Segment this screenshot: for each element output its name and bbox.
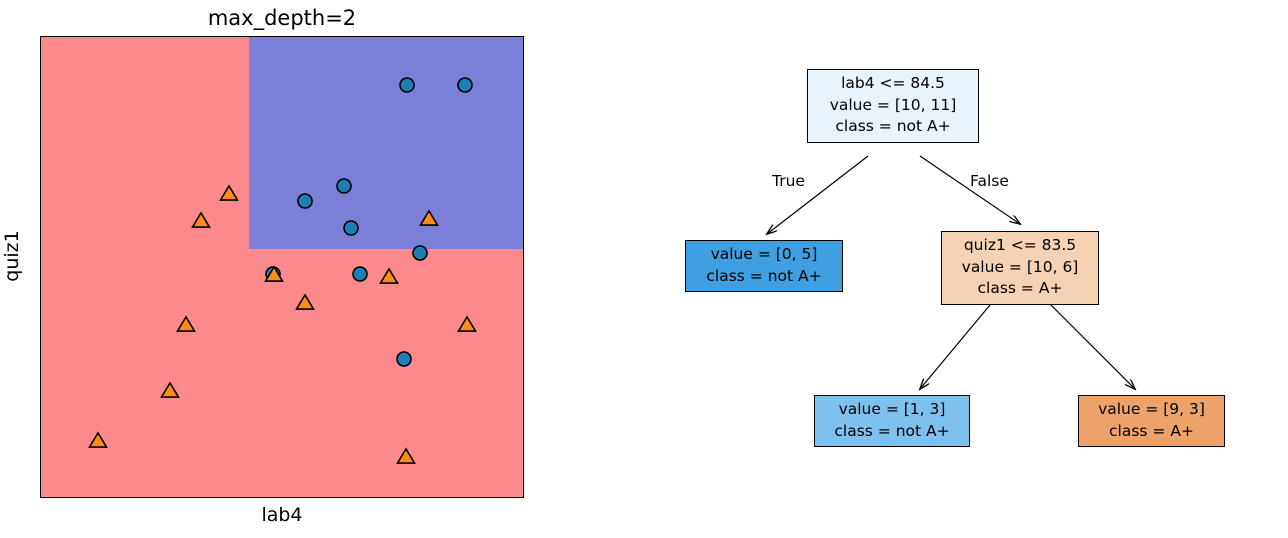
branch-right-line-2: value = [10, 6]: [961, 257, 1079, 276]
edge-root-to-left: [767, 155, 869, 234]
branch-node-quiz1[interactable]: quiz1 <= 83.5 value = [10, 6] class = A+: [941, 231, 1099, 305]
leaf-inner-left-line-2: class = not A+: [834, 421, 950, 440]
edge-label-true: True: [772, 172, 805, 190]
leaf-node-left[interactable]: value = [0, 5] class = not A+: [685, 240, 843, 292]
leaf-node-inner-left[interactable]: value = [1, 3] class = not A+: [814, 395, 970, 447]
leaf-inner-left-line-1: value = [1, 3]: [838, 400, 946, 418]
edge-root-to-right: [919, 155, 1020, 224]
decision-boundary-plot: max_depth=2 lab4 quiz1: [0, 0, 600, 538]
edge-branch-to-inner-right: [1044, 298, 1135, 389]
tree-edges: [600, 155, 1288, 538]
decision-tree-diagram: lab4 <= 84.5 value = [10, 11] class = no…: [600, 0, 1288, 538]
root-node-line-2: value = [10, 11]: [829, 95, 957, 114]
y-axis-label: quiz1: [1, 230, 23, 282]
edge-label-false: False: [970, 172, 1009, 190]
page-title: max_depth=2: [207, 6, 357, 30]
branch-right-line-3: class = A+: [977, 279, 1063, 297]
leaf-node-inner-right[interactable]: value = [9, 3] class = A+: [1078, 395, 1225, 447]
plot-axes-area: [40, 36, 524, 498]
decision-region-aplus: [249, 37, 523, 249]
branch-right-line-1: quiz1 <= 83.5: [963, 236, 1077, 254]
leaf-inner-right-line-2: class = A+: [1109, 421, 1194, 440]
root-node[interactable]: lab4 <= 84.5 value = [10, 11] class = no…: [807, 69, 979, 143]
leaf-left-line-2: class = not A+: [706, 266, 822, 285]
root-node-line-1: lab4 <= 84.5: [841, 74, 945, 92]
leaf-left-line-1: value = [0, 5]: [710, 245, 818, 263]
edge-branch-to-inner-left: [920, 298, 996, 389]
x-axis-label: lab4: [261, 504, 303, 526]
leaf-inner-right-line-1: value = [9, 3]: [1098, 400, 1205, 418]
root-node-line-3: class = not A+: [835, 117, 951, 135]
